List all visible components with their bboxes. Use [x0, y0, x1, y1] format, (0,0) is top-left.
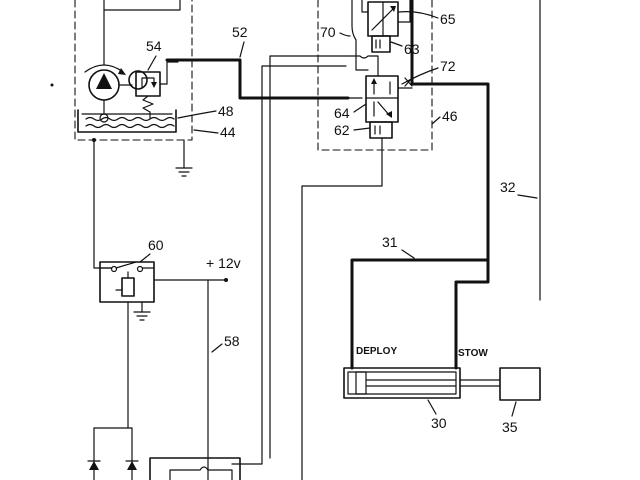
relief-valve-54	[135, 71, 168, 119]
solenoid-valve-64	[365, 75, 399, 139]
label-48: 48	[218, 103, 234, 119]
label-58: 58	[224, 333, 240, 349]
leader-62	[353, 127, 371, 131]
pump-top-line	[103, 0, 181, 11]
bottom-box-wire	[169, 466, 233, 480]
label-32: 32	[500, 179, 516, 195]
wire-enclosure-relay	[93, 139, 113, 269]
label-46: 46	[442, 108, 458, 124]
hydraulic-line-32	[410, 82, 490, 370]
label-65: 65	[440, 11, 456, 27]
leader-70	[339, 32, 351, 37]
valve-line-b	[361, 0, 369, 13]
label-70: 70	[320, 24, 336, 40]
relay-ground-icon	[133, 301, 151, 321]
terminal-12v	[224, 278, 228, 282]
hydraulic-line-52	[165, 58, 350, 100]
wire-valve-62	[301, 137, 383, 480]
leader-44	[193, 129, 219, 134]
leader-72	[401, 67, 439, 85]
relay-60	[99, 261, 155, 303]
leader-52	[239, 41, 245, 58]
valve-line-d	[345, 55, 379, 77]
leader-60	[139, 253, 151, 263]
load-block-35	[499, 367, 541, 401]
solenoid-valve-65	[367, 1, 399, 53]
bottom-box	[149, 457, 241, 480]
label-30: 30	[431, 415, 447, 431]
motor-icon	[118, 70, 148, 90]
label-60: 60	[148, 237, 164, 253]
label-62: 62	[334, 122, 350, 138]
label-deploy: DEPLOY	[356, 346, 397, 357]
leader-35	[511, 401, 517, 417]
leader-48	[177, 110, 217, 119]
leader-58	[211, 343, 223, 353]
leader-30	[427, 399, 437, 415]
leader-32	[517, 194, 538, 199]
label-64: 64	[334, 105, 350, 121]
label-72: 72	[440, 58, 456, 74]
label-12v: + 12v	[206, 255, 241, 271]
leader-65	[398, 11, 439, 19]
label-stow: STOW	[458, 348, 488, 359]
valve-line-c	[397, 0, 411, 23]
leader-64	[353, 103, 367, 113]
tank-48	[77, 109, 177, 133]
label-44: 44	[220, 124, 236, 140]
valve-line-a	[351, 0, 369, 71]
leader-31	[401, 249, 415, 259]
diode-pair-icon	[87, 427, 139, 480]
label-35: 35	[502, 419, 518, 435]
hydraulic-cylinder-30	[343, 367, 501, 399]
return-line	[166, 61, 179, 85]
wire-valve-left-2	[231, 65, 347, 465]
leader-46	[431, 116, 441, 125]
hydraulic-line-31	[350, 258, 490, 370]
label-31: 31	[382, 234, 398, 250]
label-54: 54	[146, 38, 162, 54]
wire-valve-left-1	[269, 55, 347, 459]
reservoir-enclosure	[74, 0, 193, 141]
leader-54	[147, 55, 157, 71]
leader-63	[390, 41, 403, 47]
ground-icon	[175, 139, 193, 177]
label-52: 52	[232, 24, 248, 40]
